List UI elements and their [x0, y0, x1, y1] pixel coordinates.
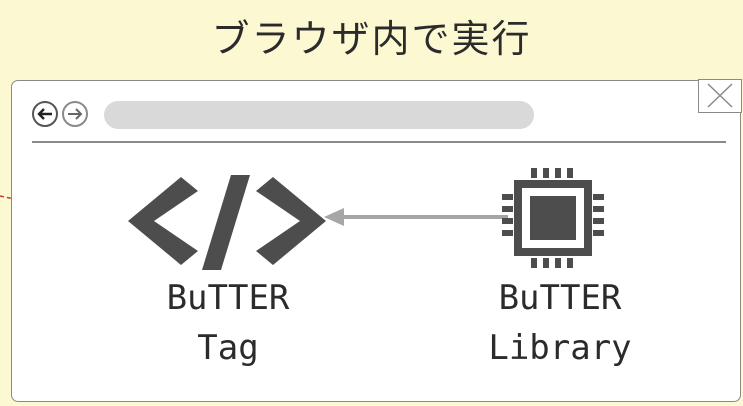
close-icon: [707, 83, 733, 108]
library-label-line2: Library: [488, 328, 632, 368]
toolbar-divider: [32, 141, 726, 143]
arrow-right-icon: [68, 108, 83, 120]
close-button[interactable]: [698, 79, 742, 113]
tag-label-line2: Tag: [197, 328, 259, 368]
address-bar[interactable]: [104, 101, 534, 129]
tag-label-line1: BuTTER: [166, 278, 290, 318]
tag-label: BuTTER Tag: [128, 273, 328, 373]
page-title: ブラウザ内で実行: [211, 17, 532, 61]
library-label: BuTTER Library: [460, 273, 660, 373]
forward-button[interactable]: [62, 101, 88, 127]
code-tag-icon: [128, 175, 326, 270]
arrow-left-icon: [37, 108, 52, 120]
library-label-line1: BuTTER: [498, 278, 622, 318]
back-button[interactable]: [32, 101, 58, 127]
chip-icon: [502, 168, 604, 268]
browser-window: [11, 79, 742, 402]
arrow-left-connector: [324, 208, 508, 226]
